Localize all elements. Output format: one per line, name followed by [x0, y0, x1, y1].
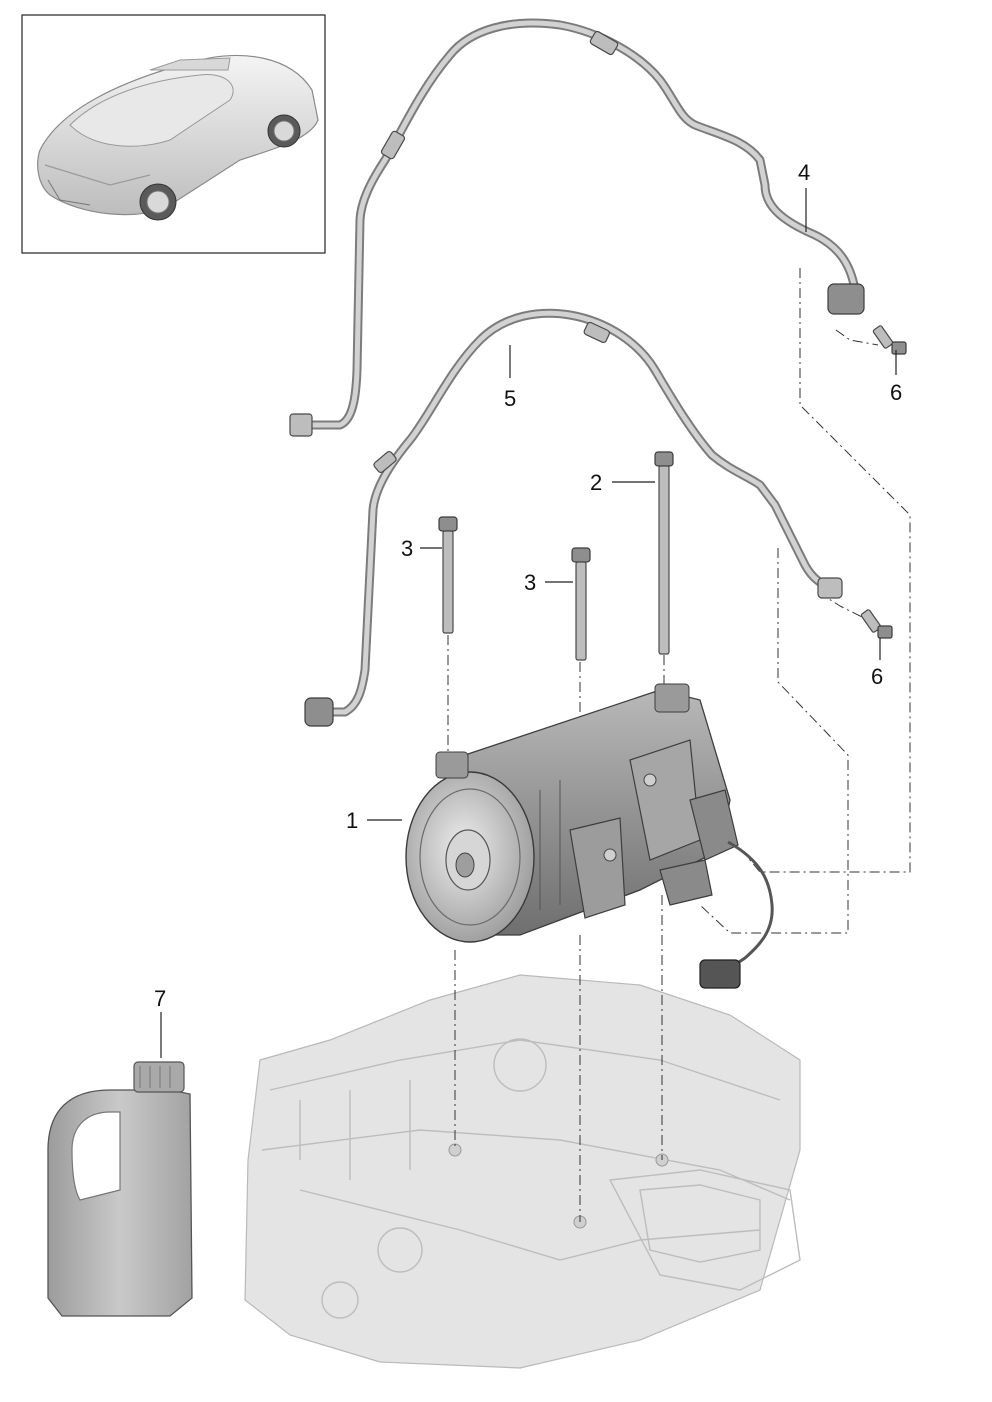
- leader-lines: [160, 188, 897, 1058]
- callout-3-middle: 3: [524, 570, 536, 595]
- callout-6-upper: 6: [890, 380, 902, 405]
- ac-compressor: [405, 683, 774, 989]
- callout-1: 1: [346, 808, 358, 833]
- callout-2: 2: [590, 470, 602, 495]
- engine-block: [244, 974, 801, 1369]
- callout-4: 4: [798, 160, 810, 185]
- callout-7: 7: [154, 986, 166, 1011]
- vehicle-thumbnail: [21, 14, 326, 254]
- bolt-6-upper: [872, 325, 907, 355]
- callout-6-lower: 6: [871, 664, 883, 689]
- oil-container: [47, 1061, 193, 1317]
- refrigerant-hose-4: [289, 18, 865, 437]
- bolt-3-middle: [571, 547, 591, 661]
- car-illustration: [37, 54, 319, 221]
- bolt-6-lower: [860, 609, 893, 639]
- callout-3-left: 3: [401, 536, 413, 561]
- callout-labels: 1 2 3 3 4 5 6 6 7: [154, 160, 902, 1011]
- callout-5: 5: [504, 386, 516, 411]
- bolt-3-left: [438, 516, 458, 634]
- refrigerant-hose-5: [304, 308, 843, 727]
- bolt-2: [654, 451, 674, 655]
